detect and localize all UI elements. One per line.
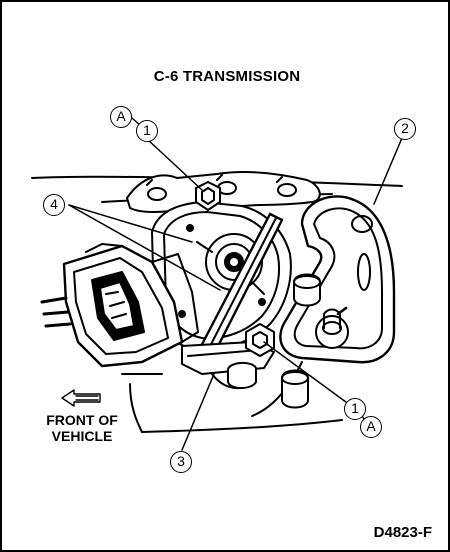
bolt-lower — [245, 323, 275, 357]
callout-3: 3 — [170, 451, 192, 473]
manual-control-lever — [279, 195, 396, 364]
electrical-connector — [40, 243, 199, 368]
figure-id: D4823-F — [373, 524, 432, 541]
mounting-bracket — [126, 171, 321, 213]
callout-4: 4 — [43, 194, 65, 216]
leader-lines — [68, 117, 403, 451]
callout-a-upper: A — [110, 106, 132, 128]
callout-2: 2 — [394, 118, 416, 140]
callout-1-upper: 1 — [136, 120, 158, 142]
diagram-title: C-6 TRANSMISSION — [153, 68, 301, 85]
dowel-pins — [227, 273, 321, 409]
front-of-vehicle-label: FRONT OF VEHICLE — [46, 412, 118, 444]
callout-1-lower: 1 — [344, 398, 366, 420]
callout-a-lower: A — [360, 416, 382, 438]
front-arrow — [61, 389, 101, 407]
